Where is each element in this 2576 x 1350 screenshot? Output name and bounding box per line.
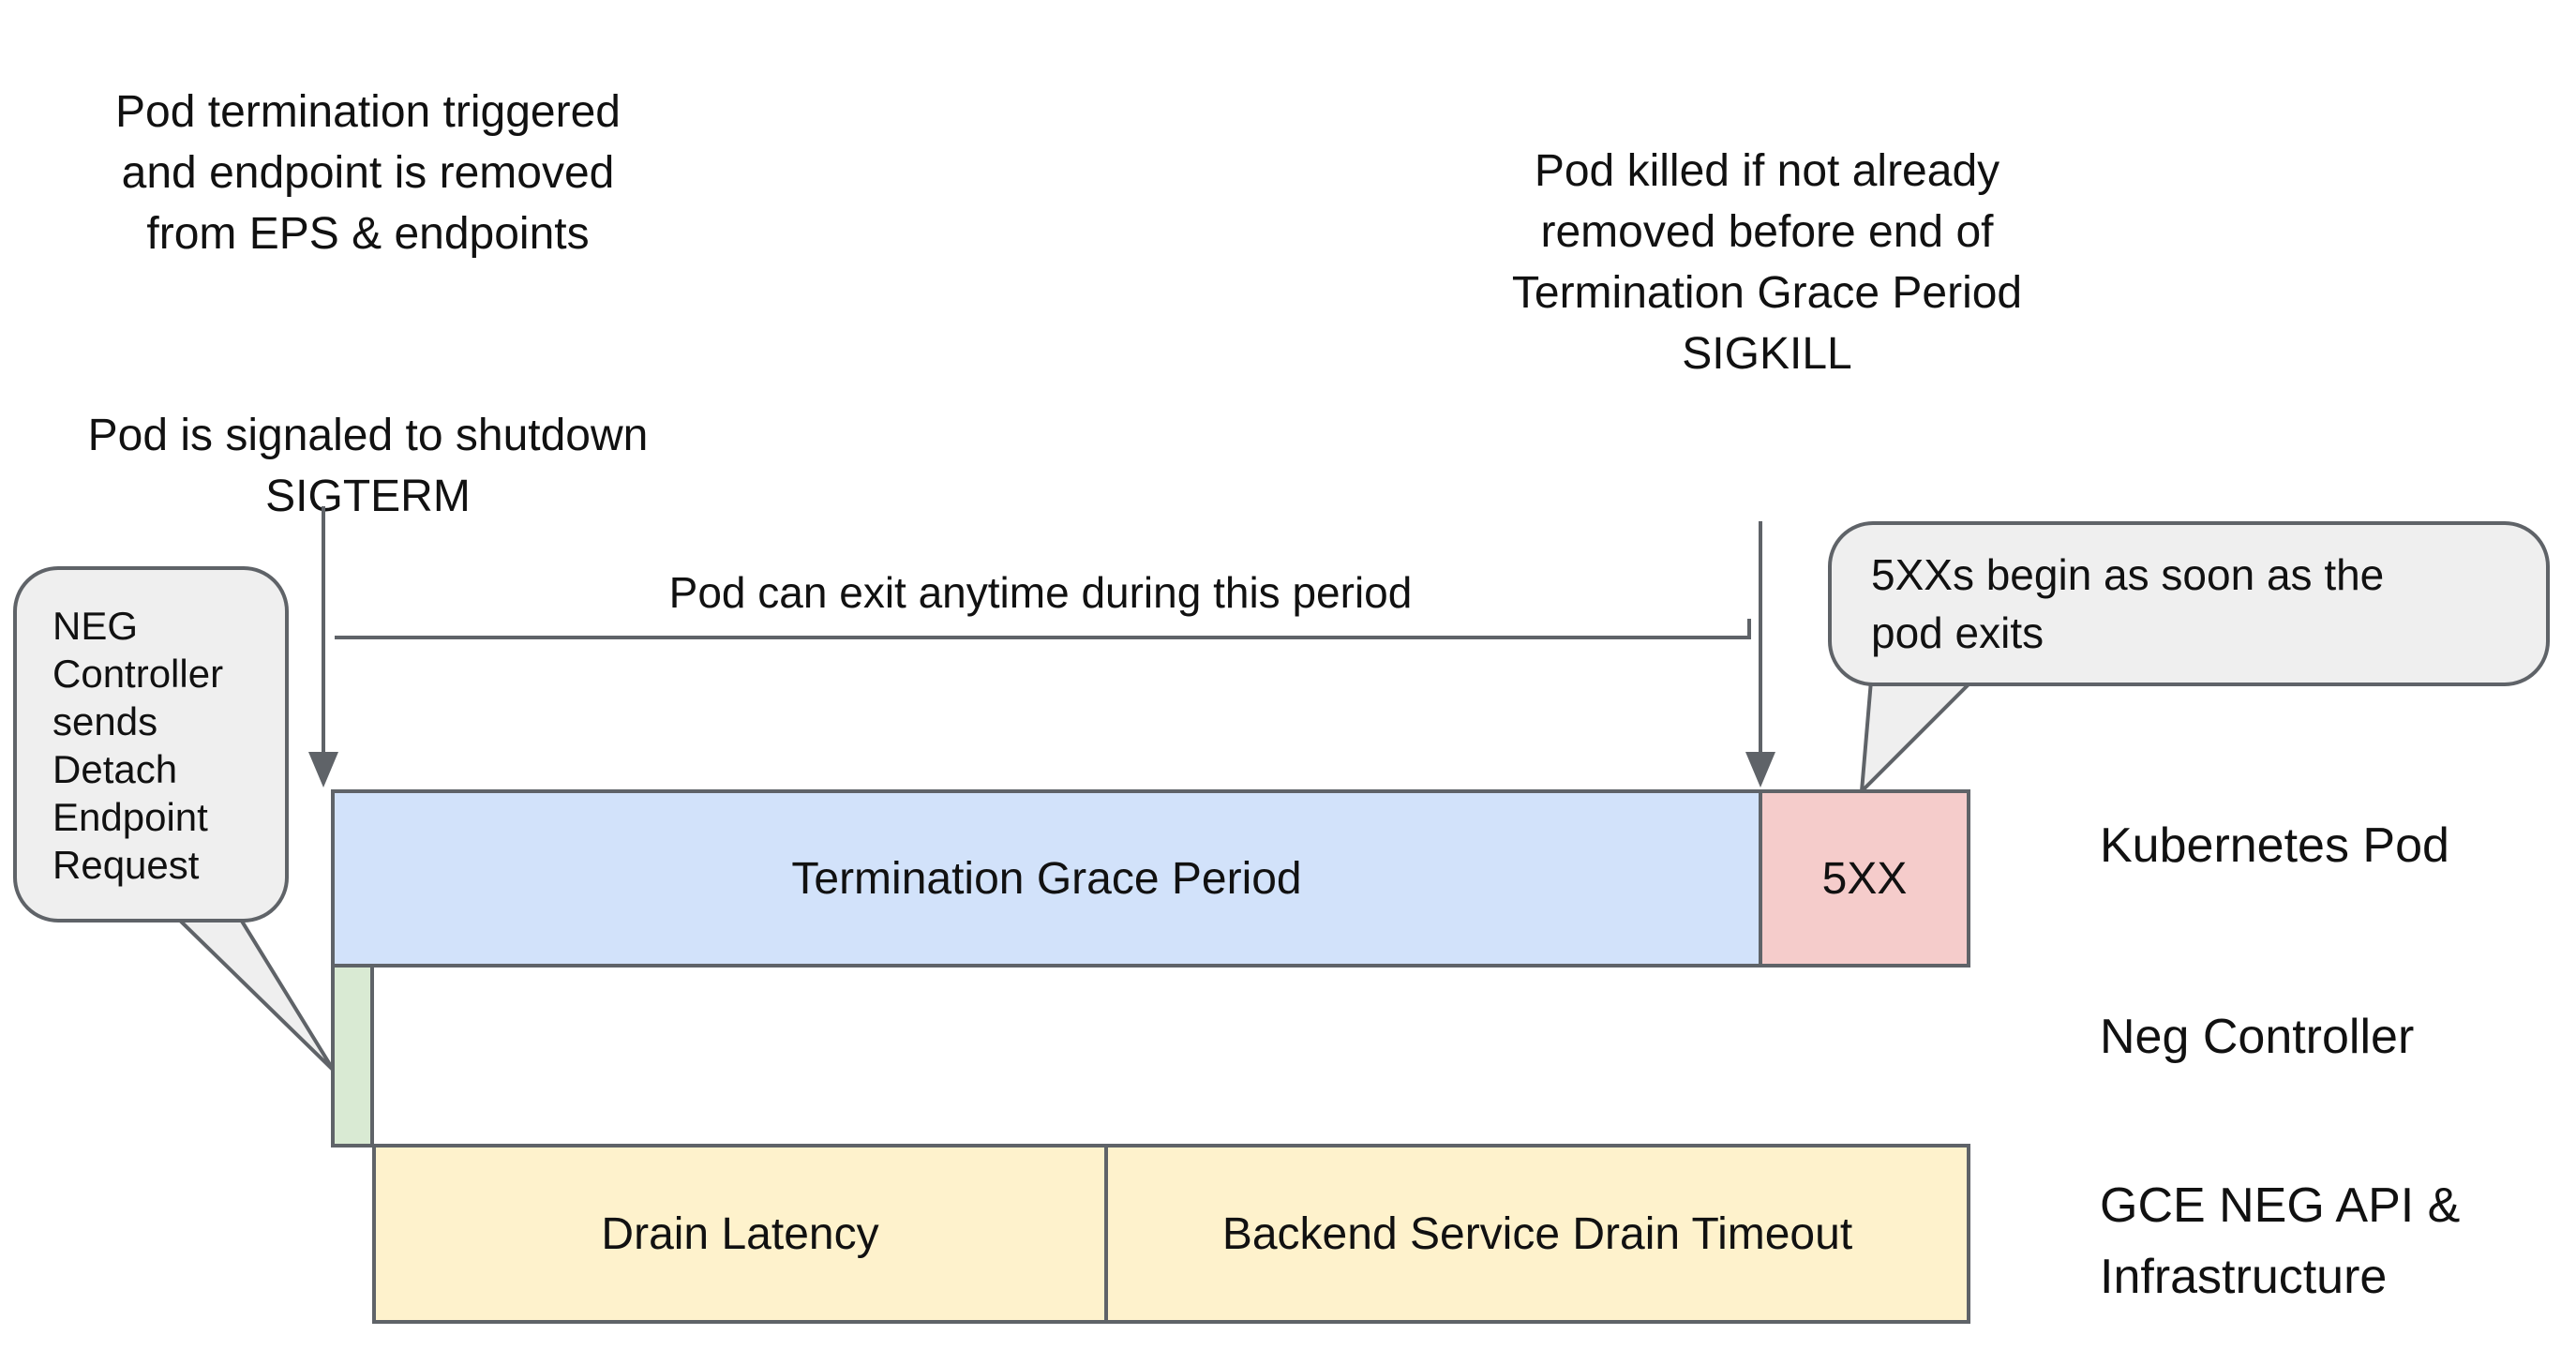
annotation-sigkill: Pod killed if not already removed before…: [1511, 146, 2023, 379]
termination-grace-period-bar: Termination Grace Period: [331, 789, 1762, 968]
errors-5xx-bar: 5XX: [1759, 789, 1970, 968]
neg-controller-callout: NEG Controller sends Detach Endpoint Req…: [13, 566, 289, 922]
errors-5xx-label: 5XX: [1821, 853, 1908, 904]
sigkill-arrowhead-icon: [1745, 752, 1775, 788]
drain-bar: Drain Latency Backend Service Drain Time…: [372, 1144, 1970, 1324]
termination-grace-period-label: Termination Grace Period: [791, 853, 1302, 904]
row-label-gce-neg-api: GCE NEG API & Infrastructure: [2100, 1178, 2461, 1304]
left-callout-tail: [170, 913, 336, 1072]
errors-callout-text: 5XXs begin as soon as the pod exits: [1871, 550, 2385, 657]
backend-drain-timeout-label: Backend Service Drain Timeout: [1221, 1208, 1853, 1259]
sigkill-arrow-line: [1759, 521, 1762, 752]
sigterm-arrow-line: [322, 506, 325, 752]
backend-drain-timeout-segment: Backend Service Drain Timeout: [1104, 1148, 1967, 1320]
detach-endpoint-bar: [331, 964, 374, 1148]
right-callout-tail: [1859, 679, 1977, 797]
annotation-sigterm: Pod is signaled to shutdown SIGTERM: [87, 411, 649, 521]
drain-latency-label: Drain Latency: [601, 1208, 879, 1259]
measure-label: Pod can exit anytime during this period: [668, 568, 1413, 617]
measure-line-end-tick: [1747, 619, 1751, 639]
row-label-kubernetes-pod: Kubernetes Pod: [2100, 818, 2449, 873]
measure-line: [335, 636, 1751, 639]
annotation-pod-termination: Pod termination triggered and endpoint i…: [37, 21, 698, 588]
drain-latency-segment: Drain Latency: [376, 1148, 1104, 1320]
annotation-pod-termination-para1: Pod termination triggered and endpoint i…: [115, 87, 621, 259]
row-label-neg-controller: Neg Controller: [2100, 1010, 2415, 1064]
errors-callout: 5XXs begin as soon as the pod exits: [1828, 521, 2550, 686]
neg-controller-callout-text: NEG Controller sends Detach Endpoint Req…: [52, 604, 224, 887]
sigterm-arrowhead-icon: [308, 752, 338, 788]
